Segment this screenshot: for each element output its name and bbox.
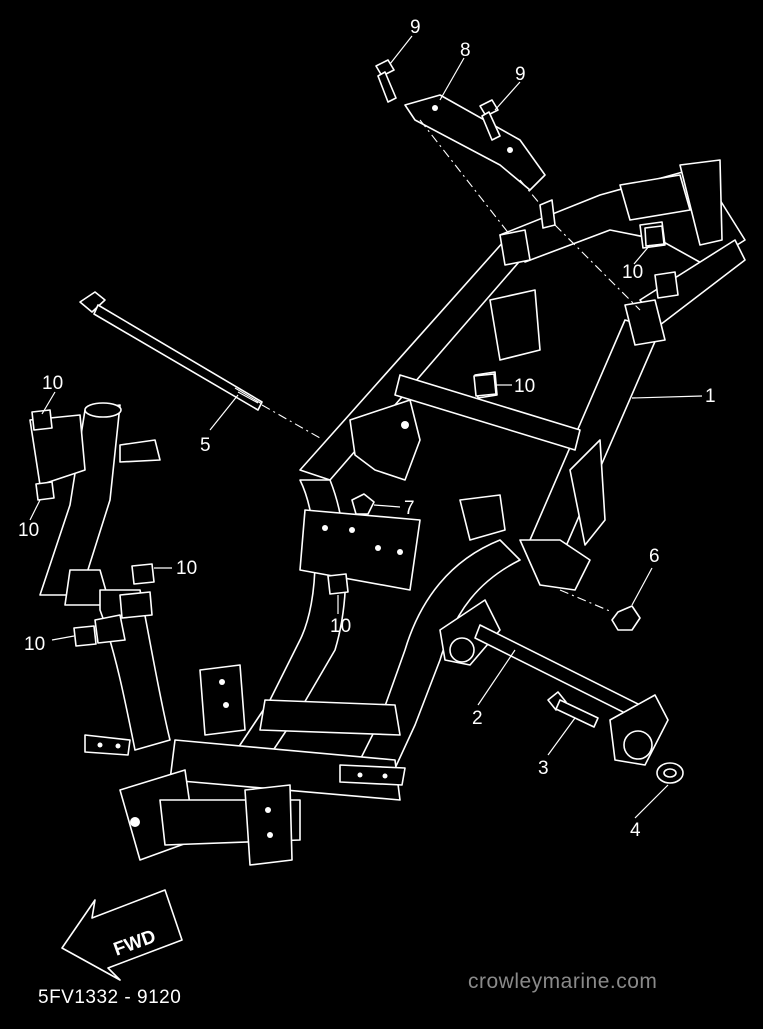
callout-10-head-upper: 10: [42, 373, 63, 394]
mount-bolt-3: [547, 691, 599, 728]
mount-collar-4: [656, 762, 684, 784]
callout-10-tube-upper: 10: [176, 558, 197, 579]
callout-10-tube-lower: 10: [24, 634, 45, 655]
bolt-9-lower: [479, 99, 501, 141]
callout-10-head-lower: 10: [18, 520, 39, 541]
callout-9-lower: 9: [515, 64, 526, 85]
bolt-9-upper: [375, 59, 397, 103]
callouts: 1 2 3 4 5 6 7 8 9 9 10 10 10 10 10 10 10: [18, 17, 716, 841]
watermark: crowleymarine.com: [468, 970, 658, 993]
clip-10-floor: [327, 573, 349, 595]
fwd-arrow: FWD: [61, 889, 183, 981]
callout-10-mid: 10: [514, 376, 535, 397]
callout-5: 5: [200, 435, 211, 456]
callout-10-rear: 10: [622, 262, 643, 283]
callout-9-upper: 9: [410, 17, 421, 38]
top-bracket-8: [404, 94, 641, 311]
nut-7: [351, 493, 375, 515]
clip-10-rear-upper: [644, 225, 665, 247]
nut-6: [559, 589, 641, 631]
diagram-code: 5FV1332 - 9120: [38, 987, 182, 1008]
clip-10-mid: [473, 373, 497, 397]
callout-6: 6: [649, 546, 660, 567]
engine-mount-link-2: [439, 599, 669, 766]
through-bolt-5: [79, 291, 321, 439]
callout-4: 4: [630, 820, 641, 841]
callout-8: 8: [460, 40, 471, 61]
clip-10-tube-lower: [73, 625, 97, 647]
leader-lines: [29, 35, 703, 819]
clip-10-head-lower: [35, 481, 55, 501]
main-frame: [84, 159, 746, 866]
callout-3: 3: [538, 758, 549, 779]
callout-1: 1: [705, 386, 716, 407]
head-pipe-assembly: [29, 402, 171, 751]
callout-10-floor: 10: [330, 616, 351, 637]
callout-2: 2: [472, 708, 483, 729]
clip-10-tube-upper: [131, 563, 155, 585]
callout-7: 7: [404, 498, 415, 519]
